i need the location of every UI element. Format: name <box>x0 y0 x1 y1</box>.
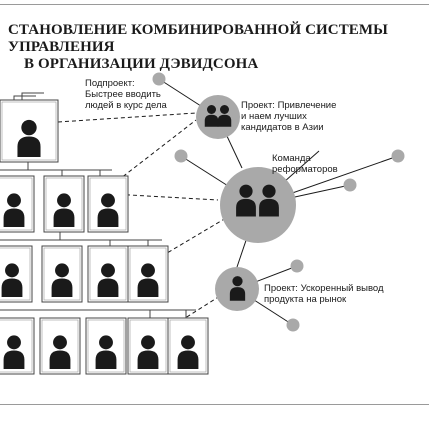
title-line-2: В ОРГАНИЗАЦИИ ДЭВИДСОНА <box>24 56 259 72</box>
product-project-node <box>215 267 259 311</box>
reform-team-text: Команда реформаторов <box>272 153 338 175</box>
satellite-node <box>391 149 405 163</box>
org-card <box>87 175 129 233</box>
org-chart <box>0 92 209 375</box>
org-card <box>0 245 33 303</box>
org-card <box>127 245 169 303</box>
satellite-node <box>290 259 304 273</box>
recruit-project-node <box>196 95 240 139</box>
org-card <box>0 175 35 233</box>
org-card <box>85 317 127 375</box>
satellite-node <box>174 149 188 163</box>
satellite-node <box>286 318 300 332</box>
top-rule <box>0 4 429 5</box>
org-card <box>127 317 169 375</box>
org-card <box>0 99 59 163</box>
product-project-label: Проект: Ускоренный вывод продукта на рын… <box>264 283 384 305</box>
org-card <box>43 175 85 233</box>
recruit-project-text: Проект: Привлечение и наем лучших кандид… <box>241 100 337 133</box>
recruit-project-label: Проект: Привлечение и наем лучших кандид… <box>241 100 336 133</box>
title-line-1: СТАНОВЛЕНИЕ КОМБИНИРОВАННОЙ СИСТЕМЫ УПРА… <box>8 22 388 55</box>
subproject-label: Подпроект: Быстрее вводить людей в курс … <box>85 78 167 111</box>
org-connector <box>21 92 44 102</box>
org-card <box>41 245 83 303</box>
nodes <box>152 72 405 332</box>
satellite-node <box>343 178 357 192</box>
product-project-text: Проект: Ускоренный вывод продукта на рын… <box>264 283 384 305</box>
org-connector <box>27 162 112 171</box>
reform-team-label: Команда реформаторов <box>272 153 338 175</box>
diagram-title: СТАНОВЛЕНИЕ КОМБИНИРОВАННОЙ СИСТЕМЫ УПРА… <box>8 22 426 73</box>
org-connector <box>59 232 162 241</box>
dashed-links <box>57 112 227 333</box>
reform-team-node <box>220 167 296 243</box>
satellite-node <box>152 72 166 86</box>
subproject-text: Подпроект: Быстрее вводить людей в курс … <box>85 78 167 111</box>
bottom-rule <box>0 404 429 405</box>
org-card <box>0 317 35 375</box>
org-card <box>39 317 81 375</box>
org-card <box>87 245 129 303</box>
org-card <box>167 317 209 375</box>
